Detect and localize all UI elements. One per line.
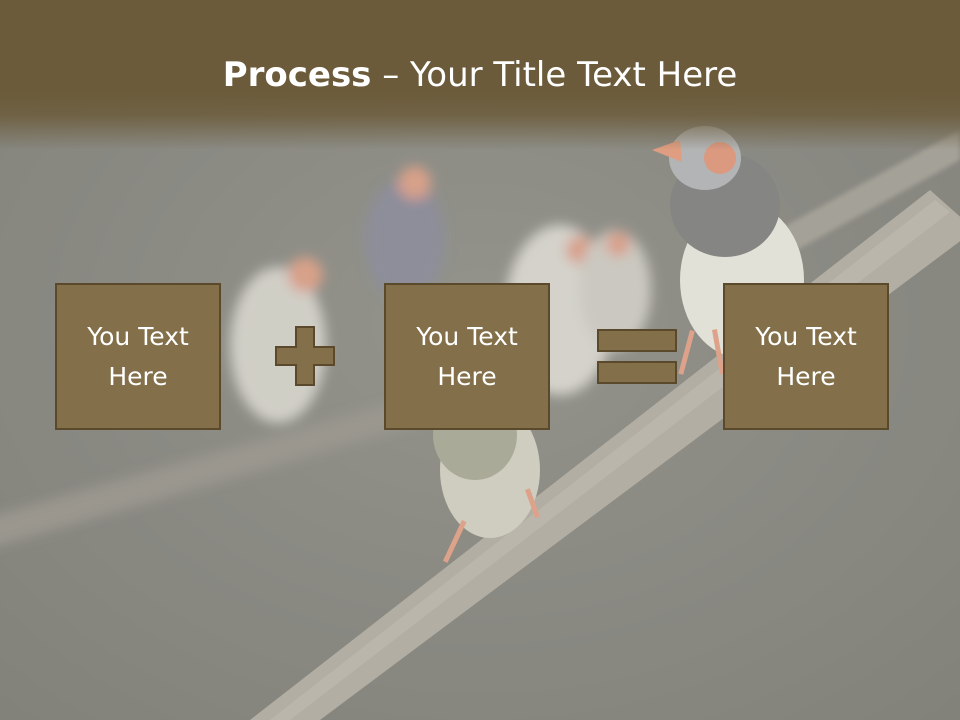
plus-icon <box>275 326 335 386</box>
equals-icon <box>597 329 677 384</box>
page-title: Process – Your Title Text Here <box>0 52 960 98</box>
text-box-1-label: You Text Here <box>87 321 189 391</box>
title-bold-text: Process <box>222 55 372 95</box>
text-box-3-label: You Text Here <box>755 321 857 391</box>
text-box-2-label: You Text Here <box>416 321 518 391</box>
title-regular-text: – Your Title Text Here <box>371 55 738 95</box>
text-box-3[interactable]: You Text Here <box>723 283 889 430</box>
text-box-2[interactable]: You Text Here <box>384 283 550 430</box>
text-box-1[interactable]: You Text Here <box>55 283 221 430</box>
title-bar <box>0 0 960 150</box>
